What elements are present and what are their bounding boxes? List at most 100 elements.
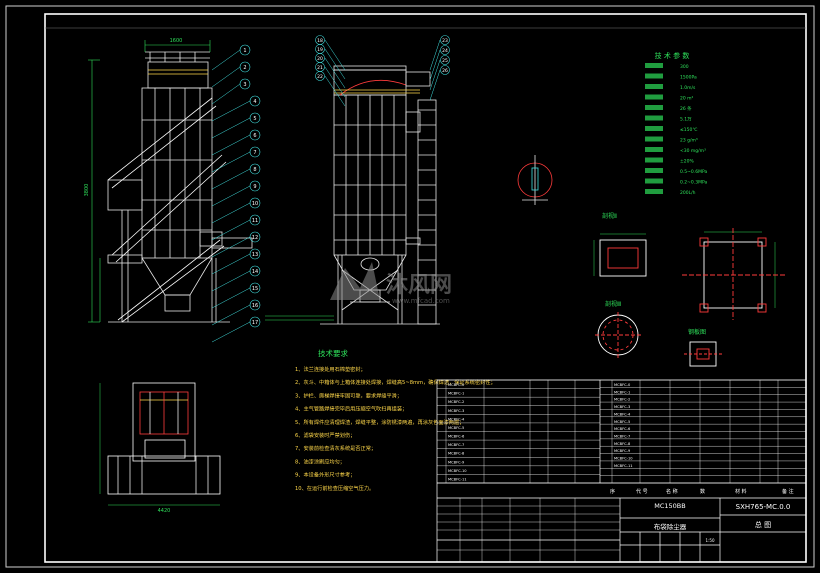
part-balloon: [249, 197, 261, 209]
leader-line: [211, 83, 241, 105]
bom-code: MCBFC-1: [614, 390, 630, 394]
leader-line: [429, 59, 441, 91]
part-balloon-number: 12: [252, 235, 258, 241]
leader-line: [211, 321, 251, 343]
tech-param-label: [645, 189, 663, 194]
tech-requirements-list: 1、法兰连接处用石棉垫密封； 2、灰斗、中箱体与上箱体连接处焊接，焊缝高5~8mm…: [295, 365, 496, 492]
bom-code: MCBFC-10: [448, 469, 467, 473]
bom-code: MCBFC-6: [448, 435, 465, 439]
part-balloon: [239, 44, 251, 56]
bom-code: MCBFC-11: [448, 477, 467, 481]
tech-param-value: 300: [680, 64, 689, 70]
part-balloon-number: 7: [253, 150, 256, 156]
part-balloon-number: 8: [253, 167, 256, 173]
title-name: 布袋除尘器: [654, 522, 687, 531]
outer-border: [5, 5, 815, 568]
part-balloon-number: 10: [252, 201, 258, 207]
bom-code: MCBFC-10: [614, 457, 633, 461]
leader-line: [324, 75, 346, 107]
title-block-cells: [437, 498, 806, 562]
tech-param-label: [645, 73, 663, 79]
leader-line: [324, 57, 346, 89]
part-balloon: [239, 61, 251, 73]
tech-requirement-item: 1、法兰连接处用石棉垫密封；: [295, 365, 366, 373]
part-balloon: [249, 299, 261, 311]
leader-line: [324, 48, 346, 80]
detail-view-nozzle: [517, 155, 553, 205]
bom-code: MCBFC-0: [614, 383, 631, 387]
leader-line: [211, 253, 251, 275]
title-scale: 1:50: [706, 538, 715, 543]
part-balloon: [440, 55, 450, 65]
part-balloon-number: 11: [252, 218, 258, 224]
dim-plan-width: 4420: [158, 508, 171, 514]
part-balloon-number: 21: [317, 65, 323, 71]
bom-code: MCBFC-3: [614, 405, 630, 409]
section-b-view: [595, 312, 641, 358]
bom-header-cell: 名 称: [666, 488, 678, 495]
bom-header-cell: 备 注: [782, 488, 794, 495]
part-balloon: [249, 248, 261, 260]
bom-header: 序代 号名 称数材 料备 注: [610, 488, 794, 495]
watermark-brand: 沐风网: [386, 273, 452, 298]
tech-param-value: 26 条: [680, 105, 692, 112]
tech-param-value: ±20%: [680, 159, 694, 165]
title-drawing-number: SXH765-MC.0.0: [736, 503, 791, 511]
tech-param-value: <30 mg/m³: [680, 148, 706, 154]
bom-code: MCBFC-5: [614, 420, 630, 424]
tech-param-label: [645, 94, 663, 100]
part-balloon-number: 15: [252, 286, 258, 292]
bom-header-cell: 代 号: [636, 488, 648, 495]
tech-requirement-item: 8、油漆涂刷应均匀；: [295, 457, 345, 465]
part-balloon-number: 3: [243, 82, 246, 88]
section-a-label: 剖视Ⅱ: [602, 212, 617, 220]
leader-line: [211, 287, 251, 309]
tech-requirement-item: 3、护栏、爬梯焊接牢固可靠，要求焊缝平滑；: [295, 391, 402, 399]
leader-line: [211, 151, 251, 173]
leader-line: [429, 69, 441, 101]
part-balloon-number: 6: [253, 133, 256, 139]
tech-param-label: [645, 126, 663, 131]
leader-line: [211, 117, 251, 139]
tech-param-value: ≤150℃: [680, 127, 697, 133]
tech-param-value: 20 m²: [680, 96, 694, 102]
bom-code: MCBFC-6: [614, 427, 631, 431]
part-balloon-number: 16: [252, 303, 258, 309]
bom-code: MCBFC-2: [448, 400, 464, 404]
part-balloon-number: 18: [317, 38, 323, 44]
section-c-view: [684, 341, 722, 367]
tech-param-value: 5.1万: [680, 117, 692, 123]
bom-code: MCBFC-7: [448, 443, 464, 447]
leader-line: [211, 202, 251, 224]
tech-param-value: 0.2~0.3MPa: [680, 180, 707, 186]
part-balloon-number: 4: [253, 99, 256, 105]
bom-code: MCBFC-3: [448, 409, 464, 413]
bom-code: MCBFC-8: [448, 452, 465, 456]
side-view: [107, 51, 253, 323]
tech-requirement-item: 6、滤袋安装时严禁划伤；: [295, 431, 355, 439]
tech-param-label: [645, 178, 663, 184]
part-balloon: [249, 316, 261, 328]
tech-requirement-item: 4、主气管路焊接完毕后用压缩空气吹扫再组装；: [295, 405, 407, 413]
dim-side-width: 1600: [170, 38, 183, 44]
leader-line: [211, 219, 251, 241]
leader-line: [211, 134, 251, 156]
bom-header-cell: 数: [700, 488, 705, 495]
tech-param-value: 23 g/m³: [680, 138, 698, 144]
part-balloon-number: 22: [317, 74, 323, 80]
bom-code: MCBFC-9: [448, 460, 465, 464]
part-balloon: [440, 45, 450, 55]
tech-req-title: 技术要求: [318, 348, 348, 358]
tech-requirement-item: 2、灰斗、中箱体与上箱体连接处焊接，焊缝高5~8mm，确保焊透，保证系统密封性；: [295, 378, 496, 386]
tech-param-label: [645, 136, 663, 142]
leader-line: [324, 39, 346, 71]
tech-param-label: [645, 105, 663, 110]
tech-requirement-item: 7、安装前检查清灰系统是否正常；: [295, 444, 376, 452]
bom-header-cell: 材 料: [735, 488, 747, 495]
leader-line: [211, 66, 241, 88]
part-balloon-number: 2: [243, 65, 246, 71]
title-left-grid: [437, 498, 620, 562]
